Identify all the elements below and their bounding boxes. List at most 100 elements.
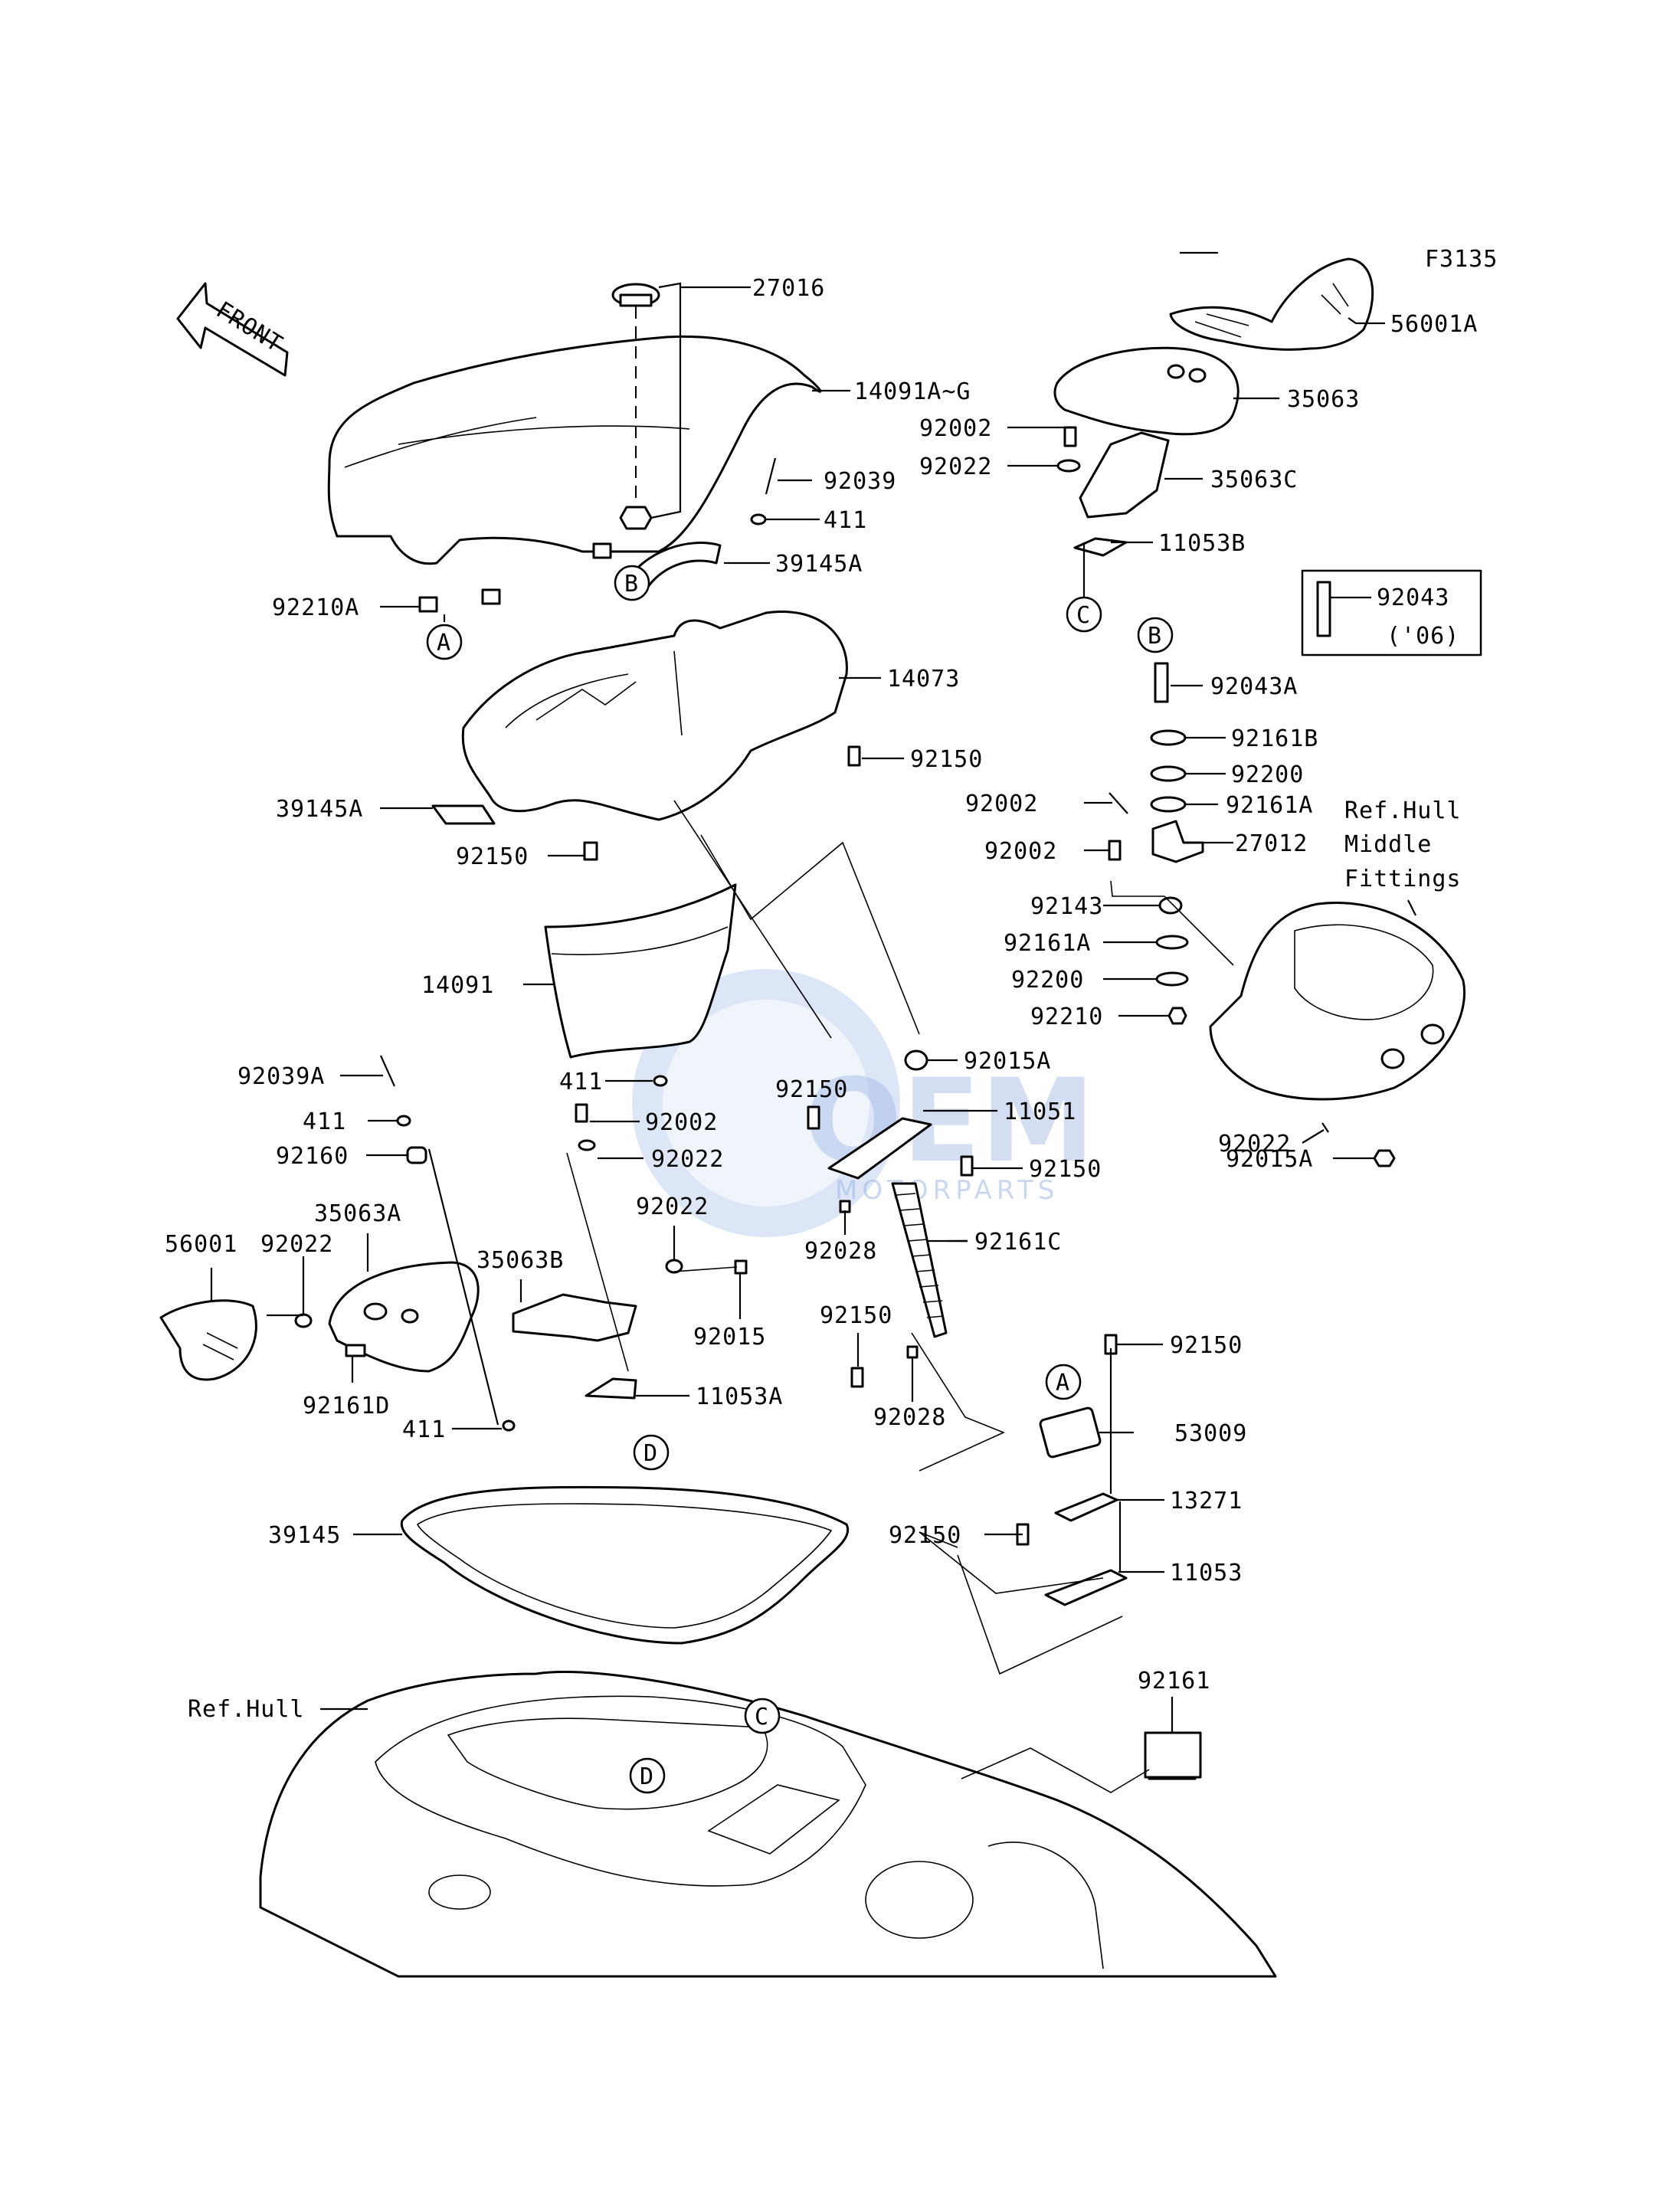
plate-11053A — [585, 1377, 637, 1400]
part-label: 35063A — [314, 1200, 401, 1227]
part-label: 27012 — [1235, 830, 1308, 857]
part-label: 14091A~G — [854, 378, 971, 405]
part-label: 411 — [559, 1069, 603, 1095]
part-labels: 27016 14091A~G 92039 411 39145A 92210A 1… — [165, 275, 1478, 1694]
callout-B-letter: B — [624, 571, 639, 598]
callout-B: B — [614, 565, 650, 601]
callout-B-2: B — [1137, 617, 1174, 653]
callout-C-2-letter: C — [755, 1704, 769, 1730]
part-label: 11053B — [1158, 530, 1246, 557]
part-label: 92002 — [919, 415, 992, 442]
grip-pad-39145A-lower — [431, 804, 496, 825]
part-label: 92150 — [1170, 1332, 1243, 1359]
part-label: 92028 — [804, 1238, 877, 1265]
part-label: 92161B — [1231, 725, 1318, 752]
part-label: 411 — [303, 1108, 346, 1135]
plate-11053B — [1073, 537, 1128, 557]
part-label: 92210A — [272, 594, 359, 621]
callout-D-2: D — [629, 1757, 666, 1794]
variant-year: ('06) — [1387, 623, 1459, 650]
callout-B-2-letter: B — [1148, 623, 1162, 650]
part-label: 92150 — [456, 843, 529, 870]
part-label: 92022 — [919, 453, 992, 480]
middle-fitting — [1209, 902, 1465, 1101]
part-label: 92150 — [1029, 1156, 1102, 1183]
part-label: 92015A — [1226, 1146, 1313, 1173]
part-label: 92150 — [820, 1302, 892, 1329]
part-label: 53009 — [1174, 1420, 1247, 1447]
ref-hull-middle-line2: Middle — [1344, 831, 1432, 858]
callout-A-2-letter: A — [1056, 1370, 1070, 1396]
callout-C-2: C — [744, 1698, 781, 1734]
part-label: 92161D — [303, 1393, 390, 1419]
part-label: 14091 — [421, 972, 494, 999]
part-label: 92039A — [237, 1063, 325, 1090]
part-label: 92043A — [1210, 673, 1298, 700]
variant-part: 92043 — [1377, 584, 1449, 611]
part-label: 92150 — [775, 1076, 848, 1103]
part-label: 92002 — [965, 791, 1038, 817]
part-label: 92161A — [1226, 792, 1313, 819]
ref-hull-middle-line1: Ref.Hull — [1344, 797, 1462, 824]
part-label: 92200 — [1011, 967, 1084, 994]
front-arrow-icon: FRONT — [176, 282, 289, 377]
ref-hull: Ref.Hull — [188, 1696, 305, 1723]
watermark-sub: MOTORPARTS — [835, 1175, 1059, 1206]
callout-A-letter: A — [437, 630, 451, 656]
part-label: 92015A — [964, 1048, 1051, 1075]
grip-56001A — [1169, 257, 1374, 351]
part-label: 92143 — [1030, 893, 1103, 920]
spring-92161C — [891, 1182, 948, 1338]
grip-pad-39145A — [625, 542, 722, 595]
part-label: 92200 — [1231, 761, 1304, 788]
part-label: 92022 — [651, 1146, 724, 1173]
part-label: 92022 — [1218, 1131, 1291, 1157]
part-label: 14073 — [887, 666, 960, 692]
hinge-11051 — [827, 1117, 932, 1180]
latch-53009 — [1039, 1406, 1102, 1459]
part-label: 92002 — [984, 838, 1057, 865]
cover-panel-14091 — [544, 883, 737, 1059]
seat-cover — [327, 335, 822, 565]
part-label: 92028 — [873, 1404, 946, 1431]
callout-D-2-letter: D — [640, 1763, 654, 1790]
part-label: 27016 — [752, 275, 825, 302]
part-label: 35063 — [1287, 386, 1360, 413]
part-label: 92160 — [276, 1143, 349, 1170]
figure-code: F3135 — [1425, 246, 1498, 273]
part-label: 39145A — [775, 551, 863, 578]
leader-lines — [210, 251, 1416, 1733]
part-label: 92039 — [824, 468, 896, 495]
part-label: 35063C — [1210, 467, 1298, 493]
part-label: 411 — [824, 507, 867, 534]
part-label: 92161 — [1138, 1668, 1210, 1694]
bracket-35063B — [512, 1293, 637, 1342]
callout-D-letter: D — [644, 1440, 658, 1467]
part-label: 56001A — [1390, 311, 1478, 338]
plate-11053 — [1044, 1569, 1128, 1606]
part-label: 11053A — [696, 1383, 783, 1410]
part-label: 92022 — [636, 1193, 709, 1220]
part-label: 92161A — [1004, 930, 1091, 957]
part-label: 411 — [402, 1416, 446, 1443]
part-label: 92015 — [693, 1324, 766, 1351]
callout-A-2: A — [1045, 1364, 1082, 1400]
callout-D: D — [633, 1434, 670, 1471]
part-label: 13271 — [1170, 1488, 1243, 1514]
grip-56001 — [159, 1299, 257, 1381]
part-label: 92002 — [645, 1109, 718, 1136]
part-label: 92022 — [260, 1231, 333, 1258]
part-label: 92161C — [974, 1229, 1062, 1256]
bracket-35063C — [1079, 431, 1170, 519]
bracket-27012 — [1151, 820, 1204, 863]
callout-C-letter: C — [1076, 602, 1091, 629]
variant-box: 92043 ('06) — [1301, 569, 1482, 656]
seat-base — [461, 611, 848, 821]
callout-C: C — [1066, 596, 1102, 633]
callout-A: A — [426, 614, 463, 660]
part-label: 11053 — [1170, 1560, 1243, 1586]
part-label: 92150 — [910, 746, 983, 773]
part-label: 35063B — [476, 1247, 564, 1274]
part-label: 39145 — [268, 1522, 341, 1549]
